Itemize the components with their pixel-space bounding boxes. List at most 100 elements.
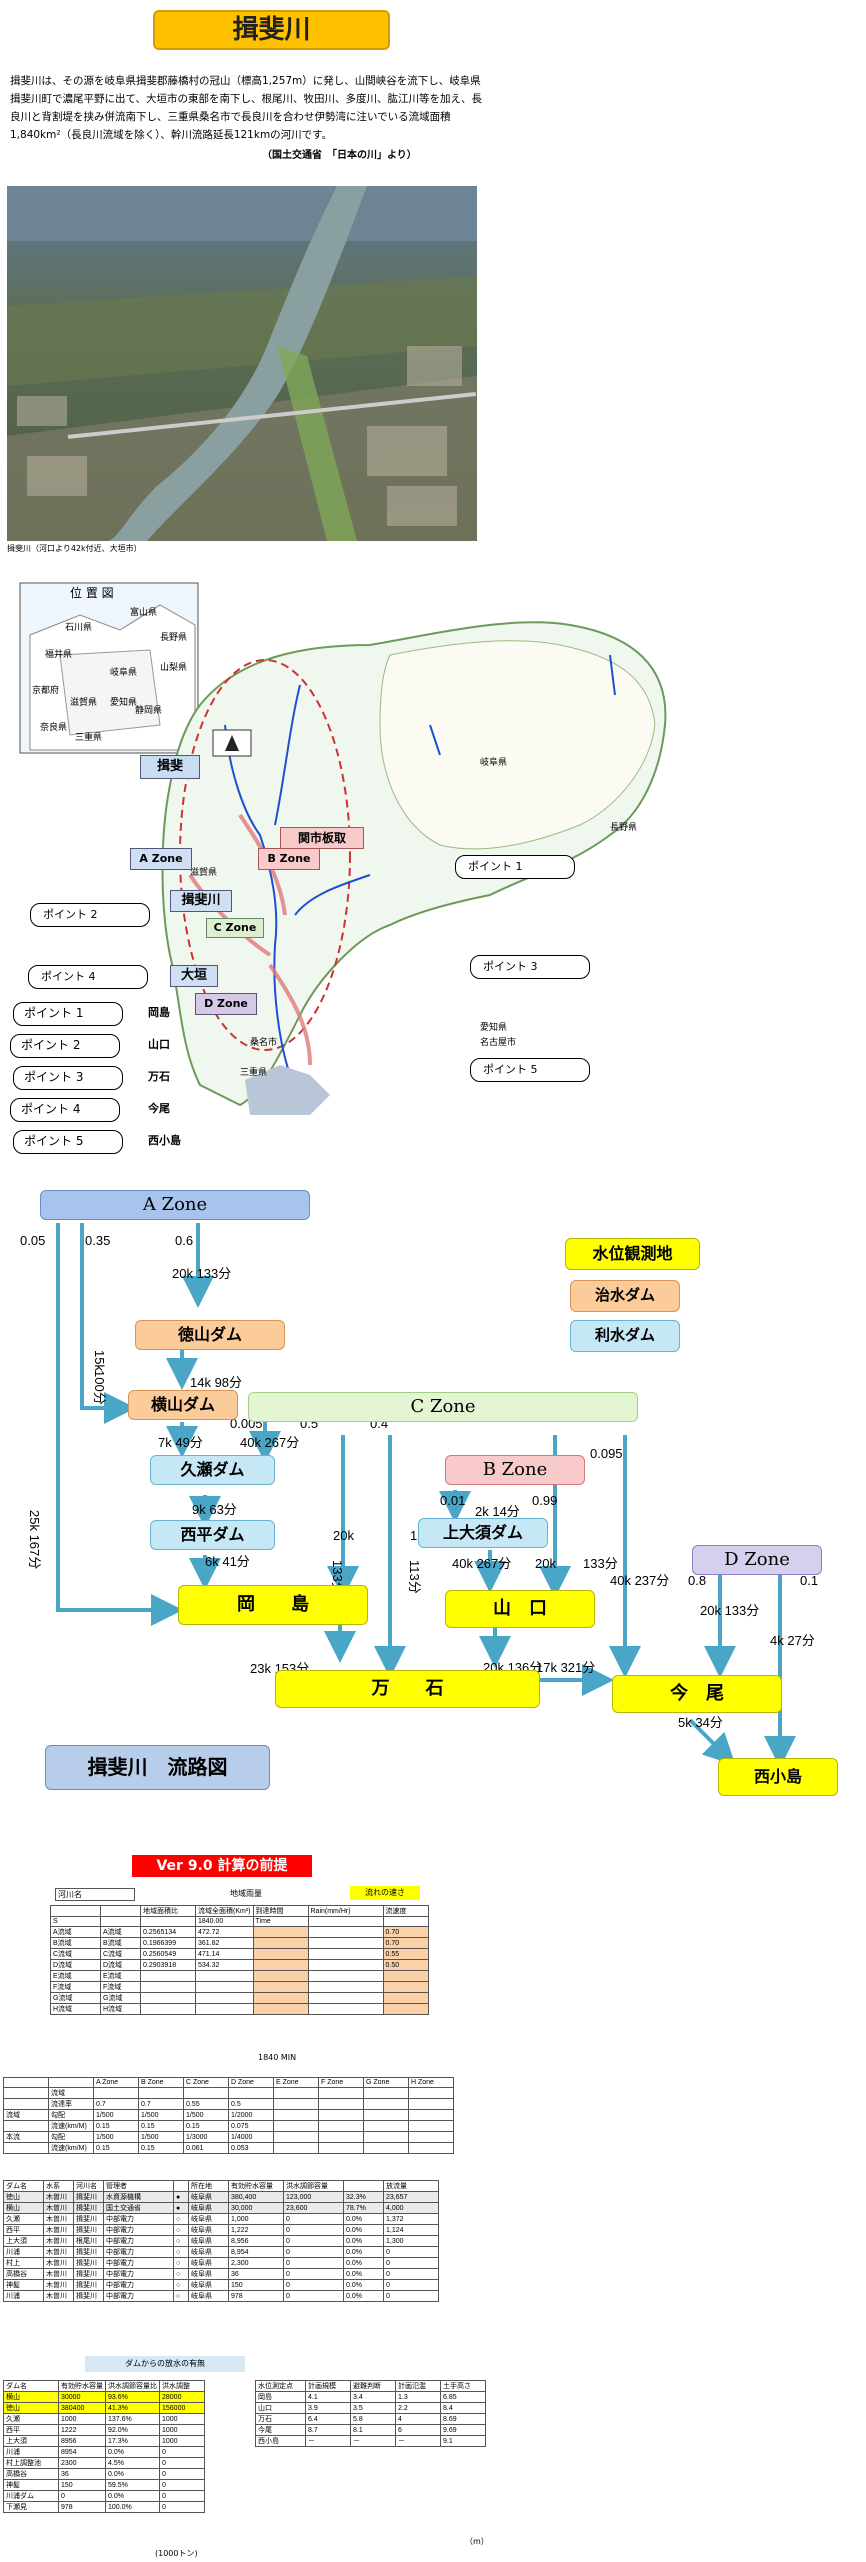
cell: 中部電力 <box>103 2246 174 2258</box>
cell: 1/4000 <box>228 2131 274 2143</box>
point-legend: ポイント 3 <box>13 1066 123 1090</box>
cell: 93.6% <box>105 2391 160 2403</box>
cell <box>252 1970 309 1982</box>
cell: 472.72 <box>195 1926 254 1938</box>
flow-label: 17k 321分 <box>536 1660 595 1675</box>
cell: 0.70 <box>382 1926 429 1938</box>
cell <box>382 2003 429 2015</box>
cell: Time <box>252 1916 309 1927</box>
cell <box>343 2180 384 2192</box>
cell: 1000 <box>159 2424 205 2436</box>
cell <box>363 2098 409 2110</box>
cell: 1,372 <box>383 2213 439 2225</box>
basin-place-label: 岐阜県 <box>480 756 507 768</box>
cell: 揖斐川 <box>73 2290 104 2302</box>
cell: 木曽川 <box>43 2246 74 2258</box>
cell: 神髪 <box>3 2279 44 2291</box>
map-point-callout: ポイント 2 <box>30 903 150 927</box>
cell: 万石 <box>255 2413 306 2425</box>
cell: 2.2 <box>395 2402 441 2414</box>
cell: 0.50 <box>382 1959 429 1971</box>
cell: 0.0% <box>105 2468 160 2480</box>
sheet-river-label: 河川名 <box>55 1888 135 1901</box>
cell: C流域 <box>100 1948 141 1960</box>
cell <box>195 2003 254 2015</box>
map-zone-d: D Zone <box>195 993 257 1015</box>
cell: 0 <box>283 2213 344 2225</box>
sheet-dam-table: ダム名水系河川名管理者所在地有効貯水容量洪水調節容量放流量徳山木曽川揖斐川水資源… <box>3 2180 439 2302</box>
cell: 1,222 <box>228 2224 284 2236</box>
cell: 0 <box>159 2479 205 2491</box>
cell: 1/500 <box>183 2109 229 2121</box>
cell <box>140 1970 196 1982</box>
cell: － <box>395 2435 441 2447</box>
cell: 471.14 <box>195 1948 254 1960</box>
cell: 1,124 <box>383 2224 439 2236</box>
cell: 0 <box>159 2446 205 2458</box>
cell: 0.0% <box>343 2257 384 2269</box>
cell: 137.6% <box>105 2413 160 2425</box>
cell <box>408 2120 454 2132</box>
sheet-note: ダムからの放水の有無 <box>85 2356 245 2372</box>
cell: 0.0% <box>343 2235 384 2247</box>
flow-label: 0.35 <box>85 1233 110 1248</box>
cell: 流域 <box>48 2087 94 2099</box>
cell: 木曽川 <box>43 2191 74 2203</box>
cell: 380400 <box>58 2402 106 2414</box>
point-legend: ポイント 1 <box>13 1002 123 1026</box>
cell: 23,657 <box>383 2191 439 2203</box>
cell: 1,000 <box>228 2213 284 2225</box>
point-name: 西小島 <box>148 1134 181 1147</box>
point-name: 岡島 <box>148 1006 170 1019</box>
cell <box>252 1992 309 2004</box>
flow-label: 0.8 <box>688 1573 706 1588</box>
flow-label: 9k 63分 <box>192 1502 237 1517</box>
cell: 木曽川 <box>43 2235 74 2247</box>
flow-label: 5k 34分 <box>678 1715 723 1730</box>
cell: 1/500 <box>93 2109 139 2121</box>
dam-tokuyama: 徳山ダム <box>135 1320 285 1350</box>
cell: 揖斐川 <box>73 2257 104 2269</box>
basin-place-label: 愛知県 <box>480 1021 507 1033</box>
cell: 23,600 <box>283 2202 344 2214</box>
dam-kamiosu: 上大須ダム <box>418 1518 548 1548</box>
cell <box>318 2120 364 2132</box>
location-pref-label: 奈良県 <box>40 721 67 732</box>
cell: 0.7 <box>93 2098 139 2110</box>
cell: 8.4 <box>440 2402 486 2414</box>
cell <box>307 1948 384 1960</box>
cell <box>273 2109 319 2121</box>
cell: 木曽川 <box>43 2257 74 2269</box>
cell: 横山 <box>3 2391 59 2403</box>
cell: 上大須 <box>3 2435 59 2447</box>
cell: 所在地 <box>188 2180 229 2192</box>
flow-label: 40k 267分 <box>240 1435 299 1450</box>
cell: 徳山 <box>3 2191 44 2203</box>
cell <box>93 2087 139 2099</box>
cell: 0.0% <box>343 2213 384 2225</box>
cell <box>363 2131 409 2143</box>
cell: 1/2000 <box>228 2109 274 2121</box>
location-map-title: 位 置 図 <box>70 585 114 600</box>
cell <box>3 2098 49 2110</box>
cell: 管理者 <box>103 2180 174 2192</box>
cell <box>273 2120 319 2132</box>
cell: 1000 <box>58 2413 106 2425</box>
sheet-level-unit: （m） <box>465 2537 489 2546</box>
cell: Rain(mm/Hr) <box>307 1905 384 1917</box>
cell: 水系 <box>43 2180 74 2192</box>
cell: 28000 <box>159 2391 205 2403</box>
cell: 揖斐川 <box>73 2213 104 2225</box>
cell: 地域面積比 <box>140 1905 196 1917</box>
cell: 0.7 <box>138 2098 184 2110</box>
legend-flood-dam: 治水ダム <box>570 1280 680 1312</box>
cell: 100.0% <box>105 2501 160 2513</box>
cell: D流域 <box>50 1959 101 1971</box>
cell <box>140 2003 196 2015</box>
cell: 高橋谷 <box>3 2268 44 2280</box>
cell: 0 <box>159 2490 205 2502</box>
cell <box>318 2098 364 2110</box>
